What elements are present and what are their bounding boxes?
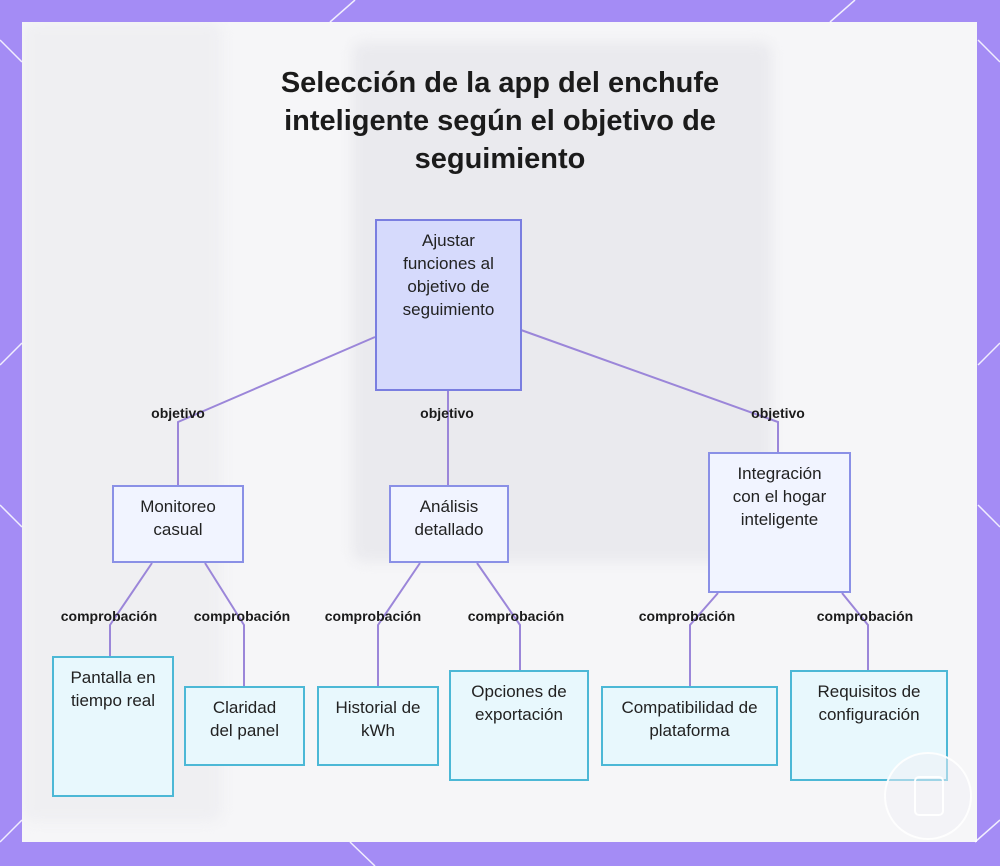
node-analisis-detallado-label: Análisis detallado bbox=[414, 497, 484, 539]
edge-label-comprobacion-compatibilidad: comprobación bbox=[638, 608, 736, 624]
node-root-label: Ajustar funciones al objetivo de seguimi… bbox=[402, 231, 495, 319]
edge-label-comprobacion-historial: comprobación bbox=[324, 608, 422, 624]
node-claridad-label: Claridad del panel bbox=[209, 698, 279, 740]
node-historial: Historial de kWh bbox=[317, 686, 439, 766]
edge-integracion-compat bbox=[689, 592, 719, 686]
node-root: Ajustar funciones al objetivo de seguimi… bbox=[375, 219, 522, 391]
edge-root-casual bbox=[177, 336, 376, 485]
edge-label-comprobacion-opciones: comprobación bbox=[467, 608, 565, 624]
node-analisis-detallado: Análisis detallado bbox=[389, 485, 509, 563]
node-monitoreo-casual: Monitoreo casual bbox=[112, 485, 244, 563]
node-opciones-label: Opciones de exportación bbox=[471, 682, 567, 724]
edge-detallado-historial bbox=[377, 562, 421, 686]
node-pantalla-label: Pantalla en tiempo real bbox=[70, 668, 156, 710]
node-monitoreo-casual-label: Monitoreo casual bbox=[140, 497, 216, 539]
node-compatibilidad-label: Compatibilidad de plataforma bbox=[621, 698, 758, 740]
edge-casual-claridad bbox=[204, 562, 245, 686]
node-claridad: Claridad del panel bbox=[184, 686, 305, 766]
node-historial-label: Historial de kWh bbox=[335, 698, 421, 740]
edge-label-comprobacion-claridad: comprobación bbox=[193, 608, 291, 624]
node-integracion-label: Integración con el hogar inteligente bbox=[732, 464, 827, 529]
node-requisitos-label: Requisitos de configuración bbox=[817, 682, 921, 724]
edge-casual-pantalla bbox=[109, 562, 153, 656]
node-compatibilidad: Compatibilidad de plataforma bbox=[601, 686, 778, 766]
node-pantalla: Pantalla en tiempo real bbox=[52, 656, 174, 797]
edge-label-objetivo-detallado: objetivo bbox=[420, 405, 474, 421]
edge-integracion-requisitos bbox=[841, 592, 869, 670]
plug-icon bbox=[914, 776, 944, 816]
edge-label-comprobacion-requisitos: comprobación bbox=[816, 608, 914, 624]
edge-root-integracion bbox=[520, 329, 779, 452]
node-opciones: Opciones de exportación bbox=[449, 670, 589, 781]
edge-label-objetivo-casual: objetivo bbox=[151, 405, 205, 421]
diagram-title: Selección de la app del enchufe intelige… bbox=[280, 67, 720, 175]
edge-detallado-opciones bbox=[476, 562, 521, 670]
watermark-logo bbox=[884, 752, 972, 840]
node-integracion: Integración con el hogar inteligente bbox=[708, 452, 851, 593]
edge-label-objetivo-integracion: objetivo bbox=[751, 405, 805, 421]
edge-label-comprobacion-pantalla: comprobación bbox=[60, 608, 158, 624]
